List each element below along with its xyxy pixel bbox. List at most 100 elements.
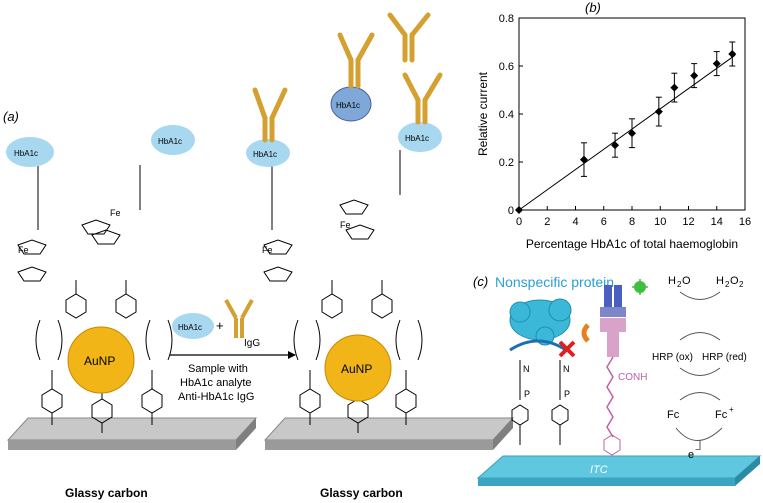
aryl-ring-left-2 [115,293,137,319]
h2o-sub: 2 [677,280,682,289]
arrow-text-2: HbA1c analyte [180,377,252,389]
cp-ring-2a [81,219,111,235]
construct-left [17,165,173,433]
hba1c-label-left-2: HbA1c [158,137,182,146]
data-point [611,141,620,150]
anchor-ring-r1 [299,388,321,414]
antibody-complex [581,285,626,357]
p-label-1: P [524,389,530,399]
fc-label: Fc [667,409,680,421]
fc-plus-label: Fc [715,409,728,421]
hba1c-label-free: HbA1c [336,101,360,110]
x-tick-label: 10 [654,216,666,228]
data-point [579,155,588,164]
aryl-ring-right-1 [321,293,343,319]
substrate-label-left: Glassy carbon [65,486,148,500]
data-point [728,50,737,58]
aunp-left [67,326,135,394]
hba1c-left-2 [151,125,195,155]
glassy-carbon-surface-left [6,417,258,441]
itc-edge [478,478,735,486]
data-point [654,107,663,116]
anchor-ring-r3 [395,388,417,414]
anchor-ring-1 [41,388,63,414]
aunp-right [324,334,392,402]
nonspecific-protein-title: Nonspecific protein [495,274,614,290]
hba1c-right-bound-1 [246,139,290,167]
glassy-carbon-side-right [493,418,513,450]
itc-surface [476,455,762,479]
h2o2-sub2: 2 [739,280,744,289]
protein-blob [509,298,572,346]
y-tick-label: 0.6 [499,61,514,73]
x-tick-label: 8 [629,216,635,228]
cp-ring-r2b [345,224,375,240]
hba1c-label-right-1: HbA1c [253,150,277,159]
hba1c-label-right-2: HbA1c [405,134,429,143]
block-cross-icon [558,340,576,358]
y-axis-label: Relative current [476,71,490,156]
fe-label-right-2: Fe [340,220,351,230]
igg-legend-label: IgG [244,338,260,349]
substrate-label-right: Glassy carbon [320,486,403,500]
electron-label: e [688,449,694,461]
arrow-text-1: Sample with [188,363,248,375]
pink-linker [606,356,614,438]
repel-arrow [509,339,567,352]
antibodies [252,12,443,143]
plot-frame [518,17,746,211]
electron-charge: − [695,445,700,454]
panel-a: (a) Glassy carbon Glassy carbon [3,12,515,500]
y-tick-label: 0.8 [499,13,514,25]
x-tick-label: 4 [572,216,578,228]
y-tick-label: 0.2 [499,157,514,169]
h2o-label: H [668,275,676,287]
glassy-carbon-surface-right [263,417,515,441]
cp-ring-r1a [263,239,293,255]
n-label-1: N [523,364,530,374]
h2o2-label: H [716,275,724,287]
y-tick-label: 0 [508,205,514,217]
glassy-carbon-edge-left [8,440,236,450]
igg-legend [224,299,254,338]
data-point-layer [515,50,737,214]
y-axis: 00.20.40.60.8 [499,13,523,217]
h2o-o: O [682,275,691,287]
fit-line-layer [518,54,736,211]
cp-ring-1b [17,266,47,282]
fc-plus-sign: + [729,405,734,414]
data-point [670,83,679,92]
x-tick-label: 0 [516,216,522,228]
x-tick-label: 16 [739,216,751,228]
construct-right [263,150,423,433]
cp-ring-1a [17,239,47,255]
igg-free-1 [337,32,375,89]
x-tick-label: 12 [682,216,694,228]
zwitterion-linkers [511,360,569,445]
fe-label-left-2: Fe [110,208,121,218]
hba1c-right-bound-2 [398,122,442,152]
panel-c-label: (c) [473,274,488,289]
fit-line [518,54,736,211]
aryl-ring-left-1 [65,293,87,319]
x-tick-label: 6 [601,216,607,228]
data-point [515,206,523,214]
hba1c-legend-label: HbA1c [178,323,202,332]
glassy-carbon-edge-right [265,440,493,450]
data-point [628,129,636,138]
hrp-ox-label: HRP (ox) [652,352,693,363]
hrp-label-icon [632,279,648,295]
h2o2-o: O [730,275,739,287]
plus-sign: + [216,318,224,333]
conh-label: CONH [618,372,647,383]
aunp-label-right: AuNP [341,362,372,376]
panel-a-label: (a) [3,109,19,124]
anchor-ring-3 [141,388,163,414]
fe-label-right-1: Fe [262,245,273,255]
x-tick-label: 2 [544,216,550,228]
data-point [712,59,721,68]
pink-anchor-ring [603,434,621,456]
